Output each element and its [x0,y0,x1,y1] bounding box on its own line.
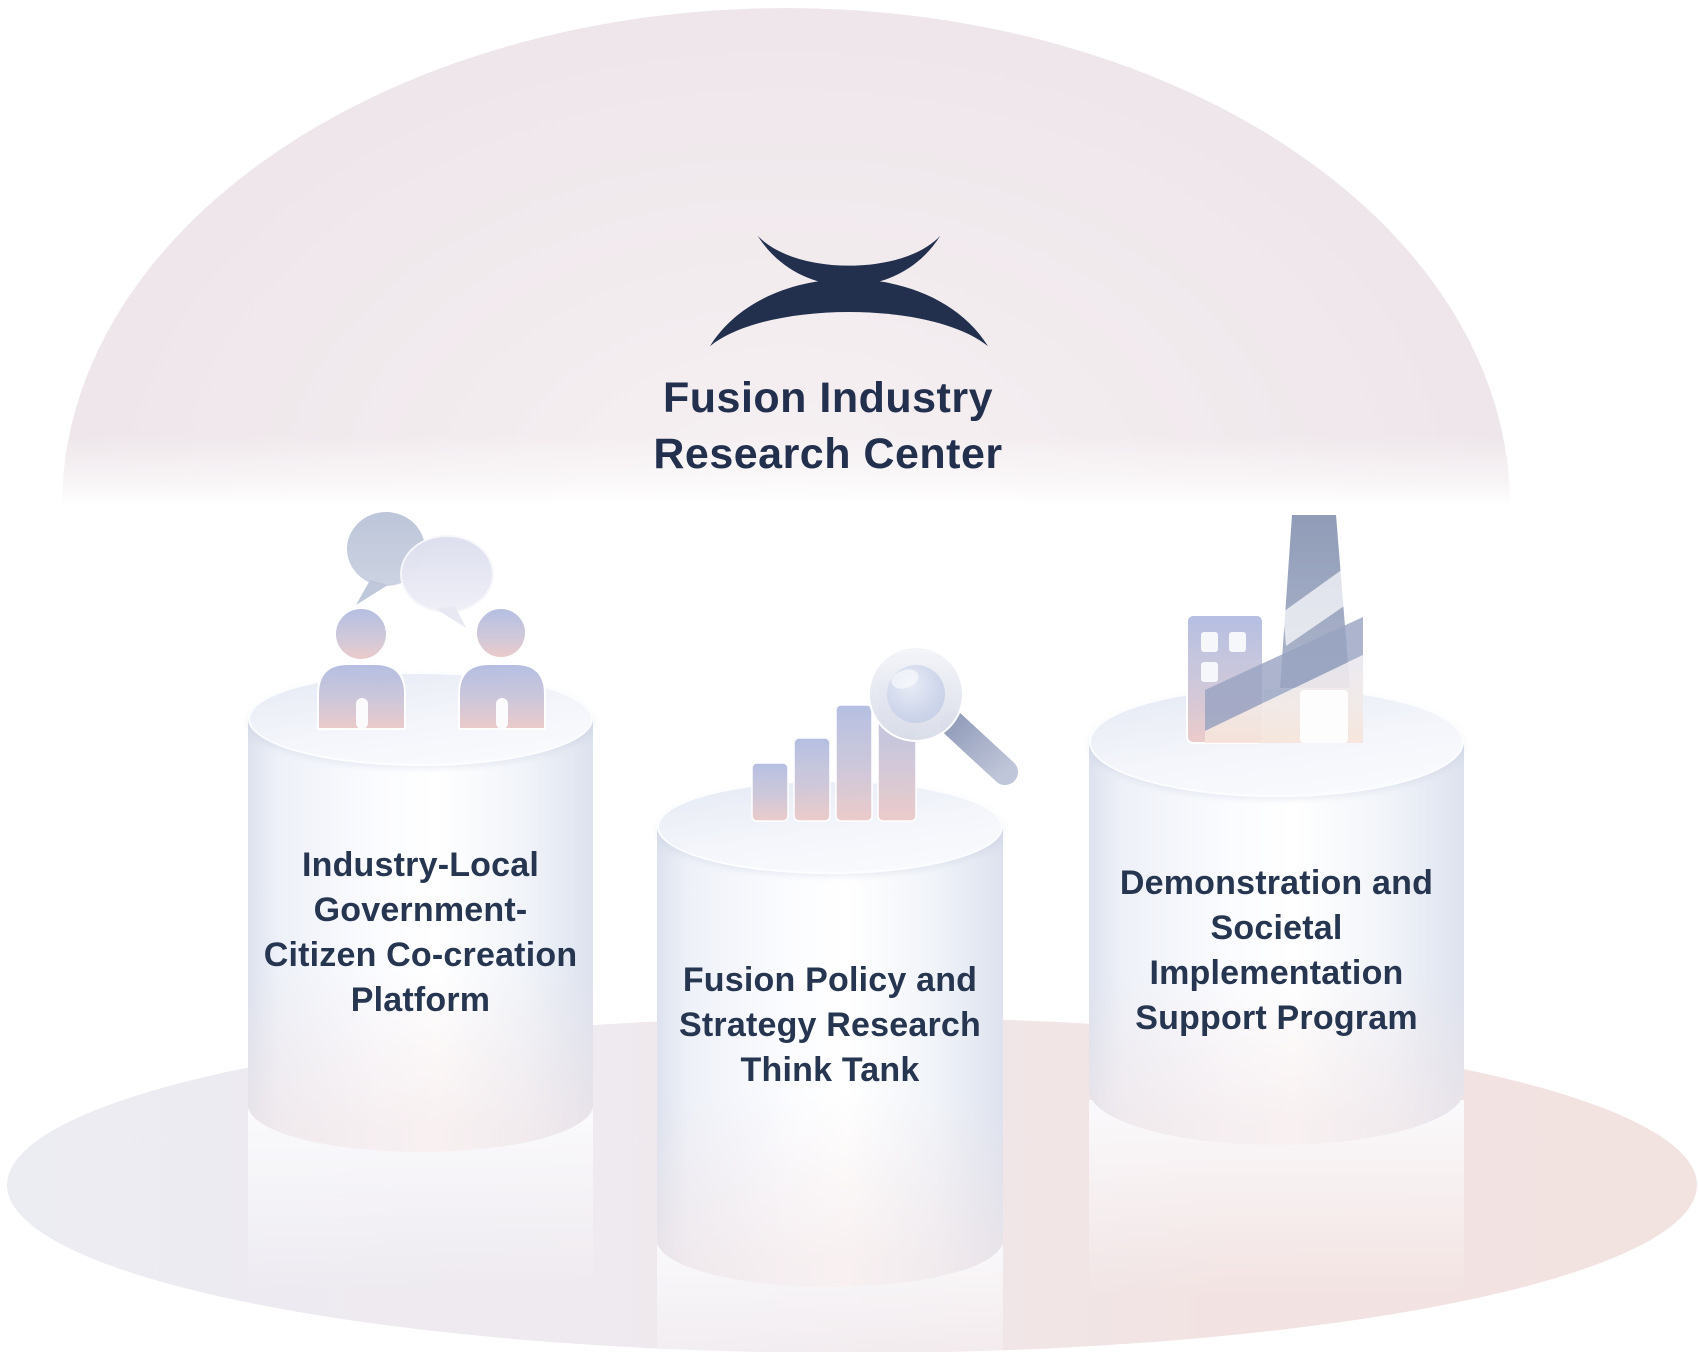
speech-bubble-icon [400,535,494,628]
pillar-label: Industry-Local Government- Citizen Co-cr… [253,843,588,1023]
title-line: Fusion Industry [663,374,993,422]
pillar-label: Fusion Policy and Strategy Research Thin… [660,958,1000,1093]
pillar-label-line: Platform [350,981,491,1019]
cylinder-body [1089,742,1464,1145]
page-title: Fusion Industry Research Center [478,370,1178,482]
title-line: Research Center [653,430,1003,478]
pillar-label-line: Industry-Local [301,846,540,884]
fusion-arcs-logo-icon [709,235,989,347]
pillar-label-line: Fusion Policy and [682,961,978,999]
factory-icon [1186,515,1363,744]
cylinder-body [248,719,593,1152]
person-icon [317,607,406,730]
cylinder-body [657,827,1003,1287]
pillar-label-line: Citizen Co-creation [263,936,578,974]
pillar-label-line: Strategy Research [679,1006,981,1044]
people-conversation-icon [317,512,546,730]
person-icon [458,607,546,730]
factory-building-icon [1205,617,1363,743]
magnifier-icon [868,646,1018,785]
pillar-label-line: Think Tank [740,1051,920,1089]
pillar-label: Demonstration and Societal Implementatio… [1092,861,1461,1041]
pillar-label-line: Societal [1210,909,1343,947]
cylinder-top [657,780,1003,874]
pillar-label-line: Government- [313,891,528,929]
pillar-label-line: Support Program [1135,999,1418,1037]
pillar-label-line: Implementation [1149,954,1404,992]
pillar-label-line: Demonstration and [1119,864,1434,902]
